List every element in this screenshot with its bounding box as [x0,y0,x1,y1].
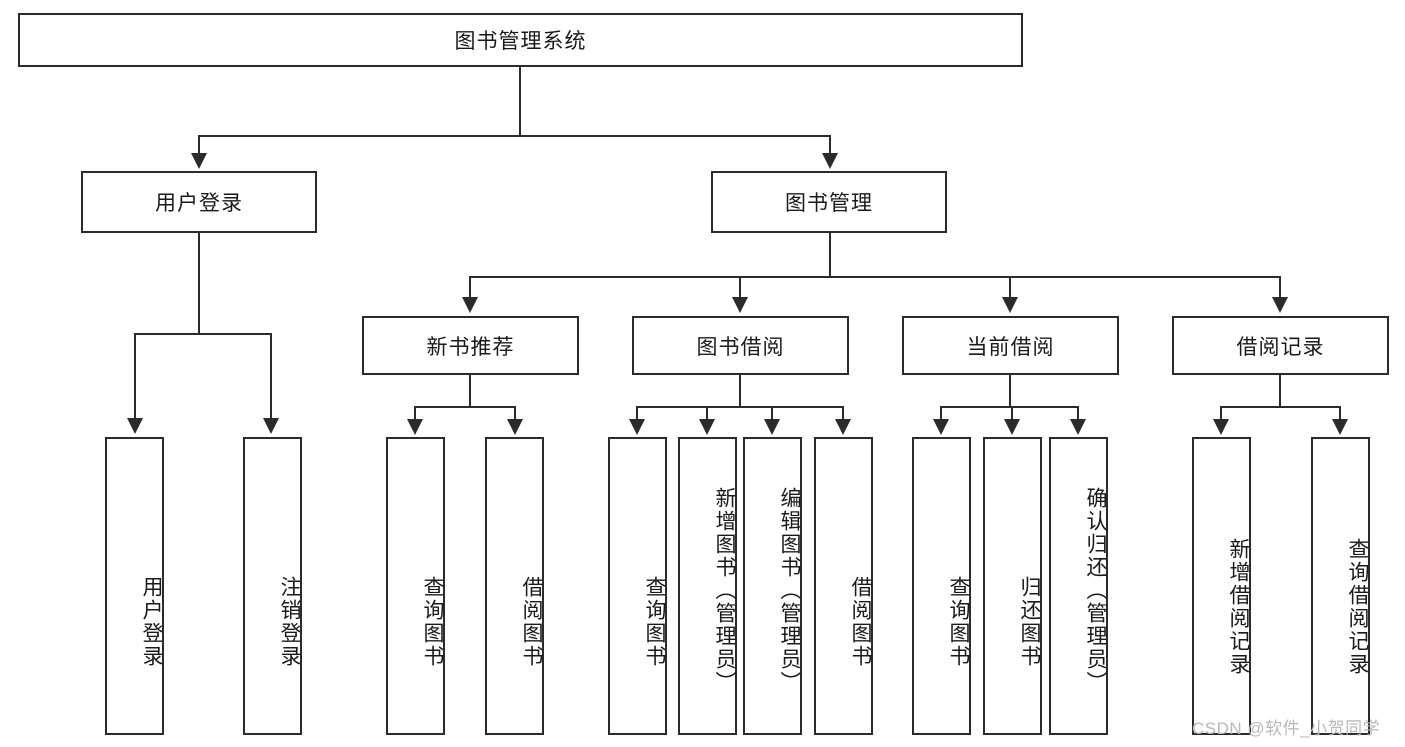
connector-root-stem [519,67,521,136]
arrow-book-manage-to-current [1002,297,1018,313]
arrow-cb-to-leaf3 [1070,419,1086,435]
arrow-bb-to-leaf1 [629,419,645,435]
node-current-borrow[interactable]: 当前借阅 [902,316,1119,375]
node-label: 查询借阅记录 [1346,538,1369,676]
connector-br-bus [1220,406,1340,408]
node-label: 用户登录 [140,576,163,668]
node-label: 新增借阅记录 [1227,538,1250,676]
node-label: 图书管理 [785,192,873,215]
node-book-borrow[interactable]: 图书借阅 [632,316,849,375]
connector-user-login-to-leaf2 [270,333,272,419]
node-leaf-user-login[interactable]: 用户登录 [105,437,164,735]
node-label: 新书推荐 [426,335,515,359]
connector-bb-bus [636,406,844,408]
connector-cb-to-leaf3 [1077,406,1079,420]
connector-rec-to-leaf1 [414,406,416,420]
connector-bb-stem [739,375,741,407]
connector-bb-to-leaf4 [842,406,844,420]
arrow-root-to-book-manage [822,153,838,169]
node-label: 新增图书（管理员） [713,486,736,694]
node-label: 借阅图书 [849,576,872,668]
node-label: 查询图书 [947,576,970,668]
node-label: 当前借阅 [966,335,1055,359]
connector-cb-bus [940,406,1079,408]
node-label: 确认归还（管理员） [1084,486,1107,694]
arrow-book-manage-to-record [1272,297,1288,313]
arrow-user-login-to-leaf2 [263,418,279,434]
connector-bb-to-leaf3 [771,406,773,420]
arrow-book-manage-to-rec [462,297,478,313]
arrow-rec-to-leaf1 [407,419,423,435]
connector-book-manage-to-borrow [739,276,741,301]
node-label: 查询图书 [421,576,444,668]
node-leaf-bb-query-book[interactable]: 查询图书 [608,437,667,735]
arrow-rec-to-leaf2 [507,419,523,435]
node-root-book-management-system[interactable]: 图书管理系统 [18,13,1023,67]
connector-root-bus [198,135,831,137]
node-leaf-br-query-record[interactable]: 查询借阅记录 [1311,437,1370,735]
connector-user-login-bus [134,333,270,335]
connector-book-manage-bus [469,276,1281,278]
node-label: 归还图书 [1018,576,1041,668]
connector-rec-stem [469,375,471,407]
node-leaf-rec-query-book[interactable]: 查询图书 [386,437,445,735]
connector-bb-to-leaf1 [636,406,638,420]
node-label: 借阅记录 [1236,335,1325,359]
connector-cb-to-leaf2 [1011,406,1013,420]
arrow-br-to-leaf2 [1332,419,1348,435]
watermark: CSDN @软件_小贺同学 [1192,719,1381,738]
connector-bb-to-leaf2 [706,406,708,420]
node-label: 图书借阅 [696,335,785,359]
node-leaf-rec-borrow-book[interactable]: 借阅图书 [485,437,544,735]
arrow-cb-to-leaf1 [933,419,949,435]
node-leaf-bb-edit-book[interactable]: 编辑图书（管理员） [743,437,802,735]
connector-br-to-leaf2 [1339,406,1341,420]
node-label: 用户登录 [155,192,243,215]
node-leaf-cb-confirm-return[interactable]: 确认归还（管理员） [1049,437,1108,735]
arrow-bb-to-leaf2 [699,419,715,435]
node-label: 图书管理系统 [454,30,587,53]
connector-cb-to-leaf1 [940,406,942,420]
connector-book-manage-to-rec [469,276,471,301]
node-book-management[interactable]: 图书管理 [711,171,947,233]
connector-book-manage-to-current [1009,276,1011,301]
arrow-bb-to-leaf4 [835,419,851,435]
connector-rec-to-leaf2 [514,406,516,420]
node-label: 注销登录 [278,576,301,668]
connector-book-manage-stem [829,233,831,277]
connector-root-to-user-login [198,135,200,158]
arrow-br-to-leaf1 [1213,419,1229,435]
node-label: 查询图书 [643,576,666,668]
node-borrow-record[interactable]: 借阅记录 [1172,316,1389,375]
arrow-user-login-to-leaf1 [127,418,143,434]
connector-root-to-book-manage [829,135,831,158]
node-leaf-bb-add-book[interactable]: 新增图书（管理员） [678,437,737,735]
arrow-bb-to-leaf3 [764,419,780,435]
node-label: 借阅图书 [520,576,543,668]
connector-rec-bus [414,406,516,408]
node-leaf-cb-return-book[interactable]: 归还图书 [983,437,1042,735]
node-label: 编辑图书（管理员） [778,486,801,694]
connector-cb-stem [1009,375,1011,407]
connector-user-login-stem [198,233,200,334]
node-leaf-cb-query-book[interactable]: 查询图书 [912,437,971,735]
arrow-cb-to-leaf2 [1004,419,1020,435]
connector-book-manage-to-record [1279,276,1281,301]
node-leaf-user-logout[interactable]: 注销登录 [243,437,302,735]
arrow-root-to-user-login [191,153,207,169]
connector-br-to-leaf1 [1220,406,1222,420]
node-new-book-recommend[interactable]: 新书推荐 [362,316,579,375]
connector-user-login-to-leaf1 [134,333,136,419]
arrow-book-manage-to-borrow [732,297,748,313]
node-leaf-br-add-record[interactable]: 新增借阅记录 [1192,437,1251,735]
connector-br-stem [1279,375,1281,407]
node-leaf-bb-borrow-book[interactable]: 借阅图书 [814,437,873,735]
node-user-login[interactable]: 用户登录 [81,171,317,233]
